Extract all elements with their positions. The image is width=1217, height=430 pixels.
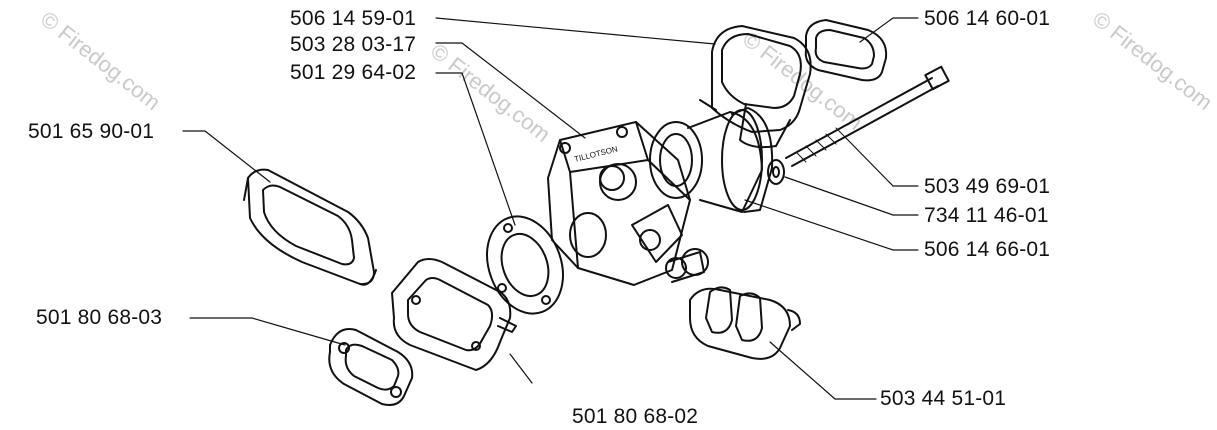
part-label-501-65-90-01[interactable]: 501 65 90-01 [28, 120, 155, 143]
part-label-734-11-46-01[interactable]: 734 11 46-01 [924, 204, 1049, 227]
gasket-lower [328, 328, 414, 406]
carburetor-body [547, 121, 709, 286]
part-label-501-29-64-02[interactable]: 501 29 64-02 [290, 61, 417, 84]
part-label-cutoff: 501 80 68-02 [572, 405, 699, 428]
air-filter-cover [243, 168, 377, 286]
intake-flange [649, 107, 774, 213]
part-label-501-80-68-03[interactable]: 501 80 68-03 [36, 306, 163, 329]
gasket-round [486, 215, 564, 315]
cutoff-label-clip: 501 80 68-02 [572, 406, 722, 430]
carb-stamp: TILLOTSON [573, 144, 619, 164]
part-label-503-44-51-01[interactable]: 503 44 51-01 [880, 387, 1007, 410]
adapter-housing [391, 258, 517, 371]
inlet-ring [804, 19, 888, 82]
part-label-503-49-69-01[interactable]: 503 49 69-01 [924, 175, 1051, 198]
washer [767, 159, 785, 185]
fuel-filter [689, 286, 801, 360]
part-label-506-14-66-01[interactable]: 506 14 66-01 [924, 238, 1051, 261]
parts-drawing: TILLOTSON [182, 17, 950, 406]
part-label-503-28-03-17[interactable]: 503 28 03-17 [290, 33, 417, 56]
part-label-506-14-59-01[interactable]: 506 14 59-01 [290, 7, 417, 30]
leader-lines [182, 17, 919, 400]
part-label-506-14-60-01[interactable]: 506 14 60-01 [924, 7, 1051, 30]
exploded-parts-diagram: © Firedog.com © Firedog.com © Firedog.co… [28, 6, 1217, 430]
intake-elbow [699, 25, 812, 149]
long-bolt [785, 65, 950, 167]
